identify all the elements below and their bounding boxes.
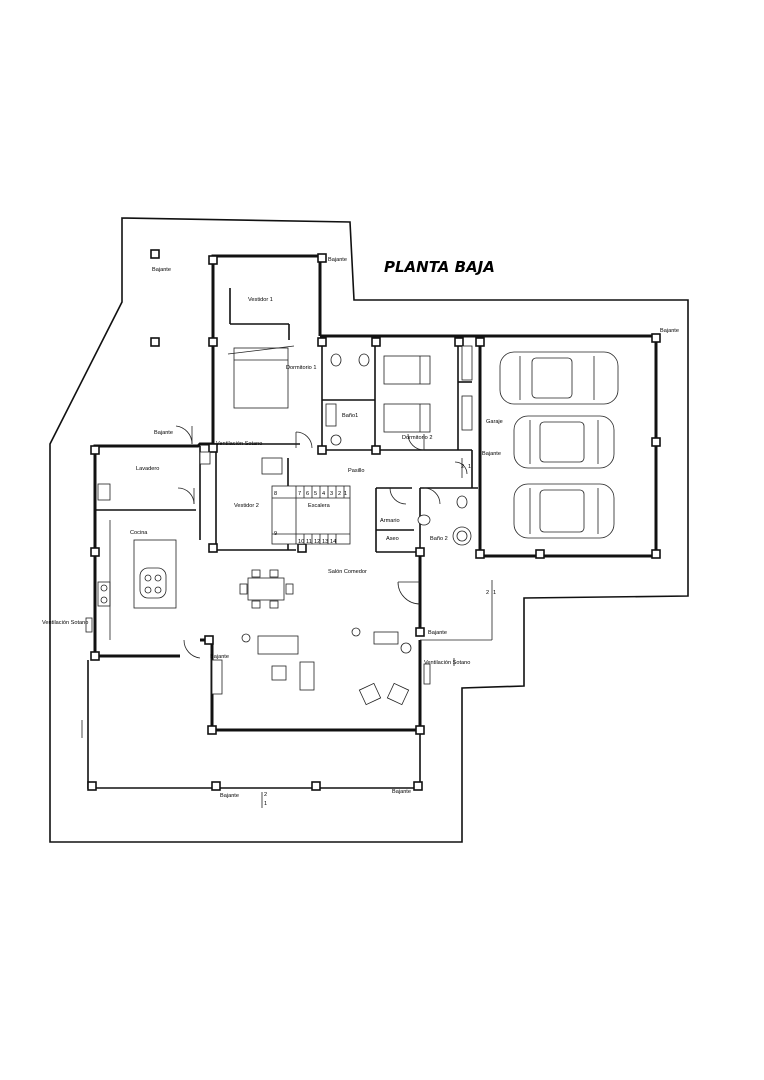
bed-dormitorio-1 [233, 347, 289, 409]
section-markers [81, 458, 493, 808]
bajante-label: Bajante [660, 328, 679, 334]
stair-number: 6 [306, 491, 309, 497]
section-number: 2 [264, 792, 267, 798]
car-3 [513, 483, 615, 539]
stair-number: 13 [322, 539, 328, 545]
label-aseo: Aseo [386, 536, 399, 542]
room-labels: Vestidor 1 Dormitorio 1 Baño1 Dormitorio… [42, 297, 503, 666]
stair-number: 12 [314, 539, 320, 545]
bed-dormitorio-2a [383, 355, 431, 385]
interior-walls [95, 288, 478, 553]
section-number: 1 [493, 590, 496, 596]
bajante-label: Bajante [154, 430, 173, 436]
stair-number: 10 [298, 539, 304, 545]
columns [87, 249, 661, 791]
car-1 [499, 351, 619, 405]
stair-number: 4 [322, 491, 325, 497]
bajante-label: Bajante [428, 630, 447, 636]
stair-numbers: 8 7 6 5 4 3 2 1 9 10 11 12 13 14 [274, 491, 347, 545]
label-vestidor-1: Vestidor 1 [248, 297, 273, 303]
stair-number: 8 [274, 491, 277, 497]
stair-number: 2 [338, 491, 341, 497]
furniture [85, 345, 619, 706]
label-bano-1: Baño1 [342, 413, 358, 419]
bajante-label: Bajante [392, 789, 411, 795]
bed-dormitorio-2b [383, 403, 431, 433]
bajante-label: Bajante [210, 654, 229, 660]
plan-title: PLANTA BAJA [384, 258, 495, 276]
bajante-label: Bajante [328, 257, 347, 263]
plot-boundary [49, 217, 689, 843]
section-number: 1 [264, 801, 267, 807]
dining-table [247, 577, 285, 601]
stair-number: 11 [306, 539, 312, 545]
label-vestidor-2: Vestidor 2 [234, 503, 259, 509]
section-mark-numbers: 2 1 2 1 2 1 [264, 464, 496, 807]
label-lavadero: Lavadero [136, 466, 159, 472]
label-salon-comedor: Salón Comedor [328, 569, 367, 575]
stair-number: 7 [298, 491, 301, 497]
label-pasillo: Pasillo [348, 468, 364, 474]
car-2 [513, 415, 615, 469]
label-armario: Armario [380, 518, 400, 524]
label-dormitorio-2: Dormitorio 2 [402, 435, 432, 441]
sofa [257, 635, 299, 655]
stair-number: 1 [344, 491, 347, 497]
bajante-label: Bajante [220, 793, 239, 799]
stair-number: 5 [314, 491, 317, 497]
section-number: 1 [468, 464, 471, 470]
label-escalera: Escalera [308, 503, 331, 509]
label-ventilacion-sotano-top: Ventilación Sotano [216, 441, 262, 447]
label-cocina: Cocina [130, 530, 148, 536]
bajante-label: Bajante [482, 451, 501, 457]
section-number: 2 [461, 464, 464, 470]
label-garaje: Garaje [486, 419, 503, 425]
stair-number: 3 [330, 491, 333, 497]
label-ventilacion-sotano-left: Ventilación Sotano [42, 620, 88, 626]
bajante-labels: Bajante Bajante Bajante Bajante Bajante … [152, 257, 679, 799]
label-bano-2: Baño 2 [430, 536, 448, 542]
label-ventilacion-sotano-right: Ventilación Sotano [424, 660, 470, 666]
stair-number: 9 [274, 531, 277, 537]
bajante-label: Bajante [152, 267, 171, 273]
label-dormitorio-1: Dormitorio 1 [286, 365, 316, 371]
stair-number: 14 [330, 539, 336, 545]
section-number: 2 [486, 590, 489, 596]
